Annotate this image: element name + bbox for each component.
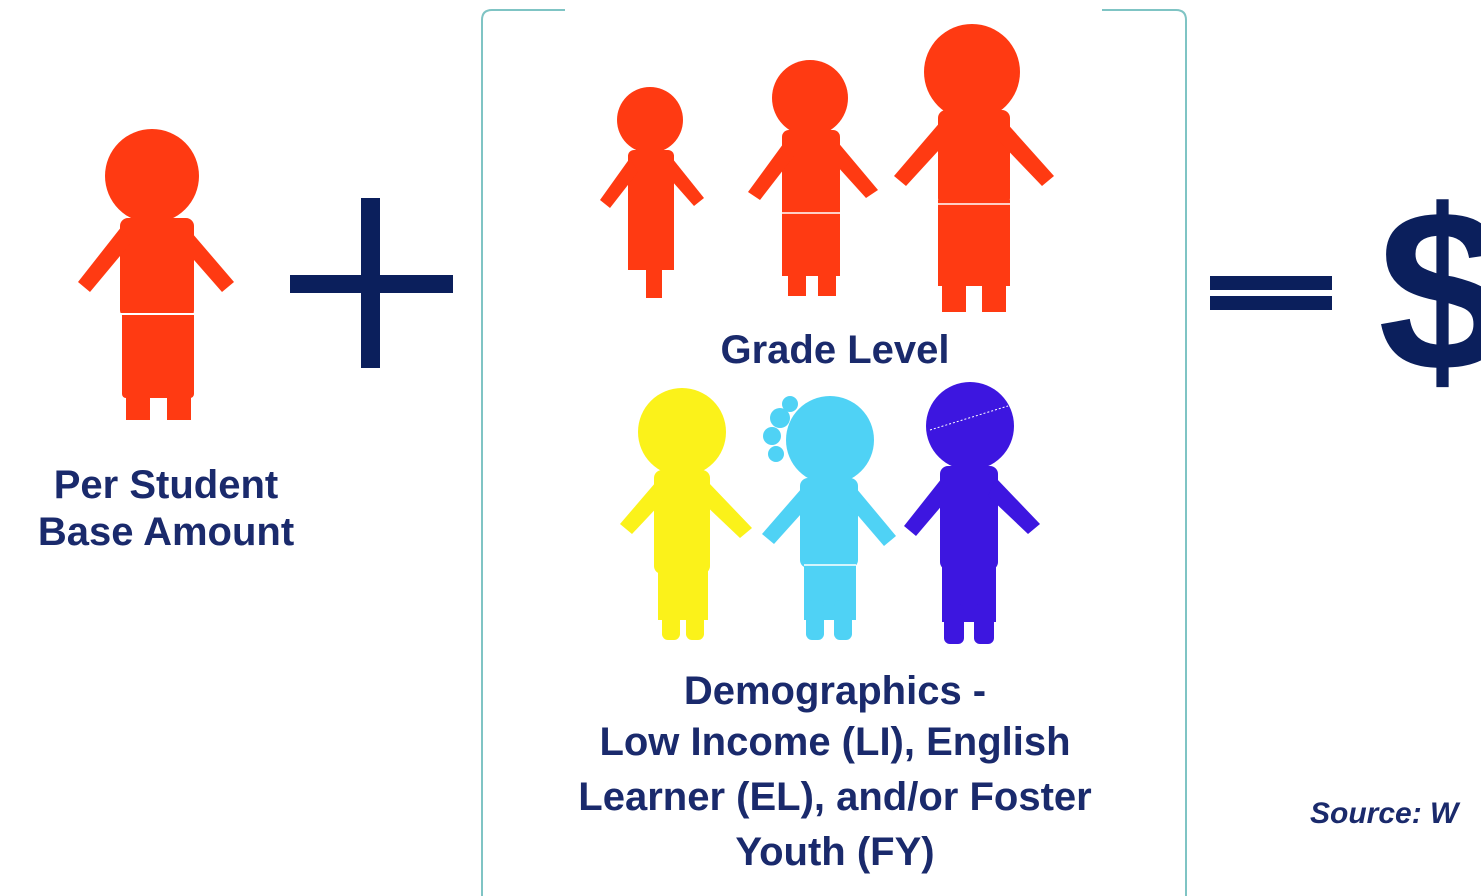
base-amount-label: Per Student Base Amount <box>0 462 332 556</box>
source-citation: Source: W <box>1310 797 1459 830</box>
demographics-line-3: Learner (EL), and/or Foster <box>578 774 1092 819</box>
base-label-line-1: Per Student <box>53 463 279 507</box>
dollar-result: $ <box>1378 162 1481 419</box>
demographics-line-1: Demographics - <box>683 669 987 713</box>
demographics-line-4: Youth (FY) <box>735 830 935 875</box>
demographics-label: Demographics - Low Income (LI), English … <box>485 668 1185 880</box>
base-label-line-2: Base Amount <box>37 509 295 554</box>
demographics-line-2: Low Income (LI), English <box>599 719 1071 764</box>
grade-level-label: Grade Level <box>720 328 950 372</box>
